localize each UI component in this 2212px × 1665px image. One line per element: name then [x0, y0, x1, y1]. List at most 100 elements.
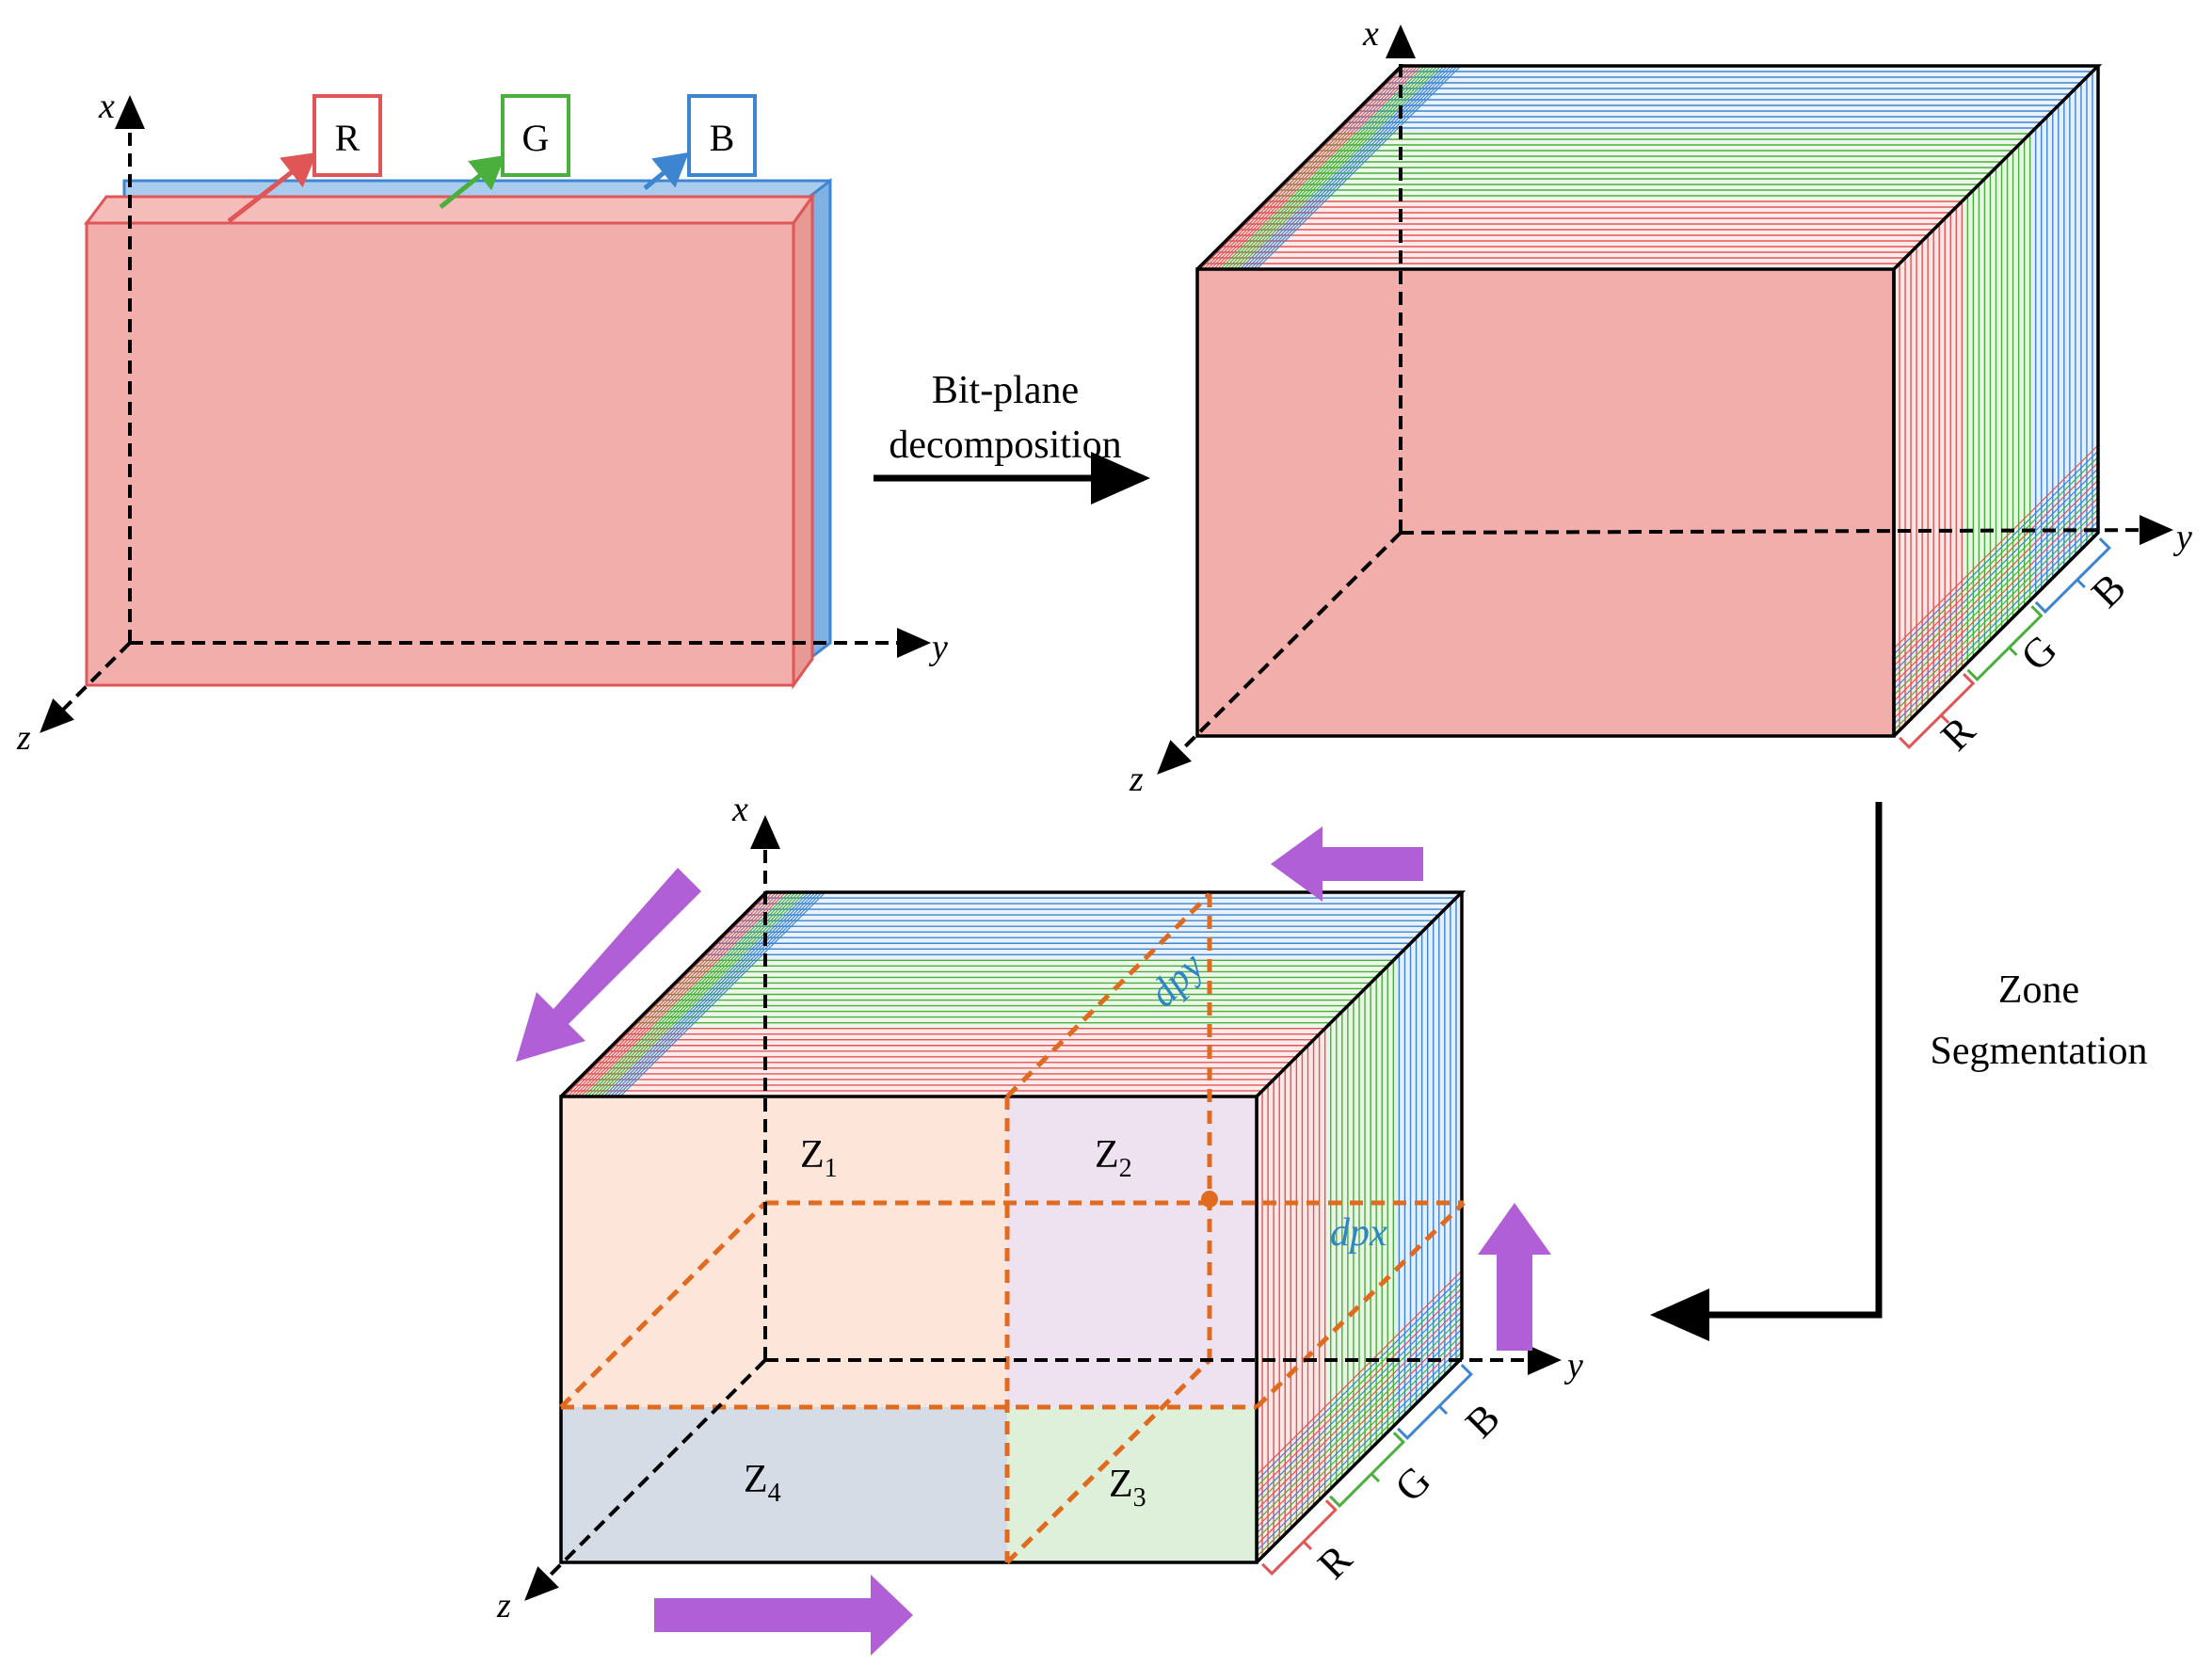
panel-c-cube-side-grid-line [1256, 1299, 1463, 1505]
panel-c-cube-top-strip-line [609, 891, 816, 1097]
panel-b-brace-b [2034, 537, 2111, 614]
panel-c-cube-top-strip-line [577, 891, 783, 1097]
panel-b-cube-top-strip-line [1256, 65, 1462, 270]
panel-b-cube-front-face [1195, 267, 1896, 738]
panel-b-cube-top-strip-line [1210, 65, 1416, 270]
step1-line2: decomposition [889, 424, 1121, 467]
panel-c-cube-side-grid-line [1256, 1328, 1463, 1534]
arrow-left-icon [1271, 826, 1423, 902]
panel-c-cube-side-grid-line [1256, 1352, 1463, 1558]
channel-b-label: B [710, 117, 735, 159]
panel-b-cube-top-strip-line [1213, 65, 1419, 270]
panel-c-cube-top-outline [559, 890, 1467, 1098]
panel-c-brace-b-label: B [1456, 1395, 1508, 1447]
panel-c-brace-g [1329, 1432, 1405, 1508]
channel-g-box [501, 94, 570, 177]
panel-b-axis-x-label: x [1362, 14, 1379, 54]
panel-b-cube-top-strip-line [1240, 65, 1445, 270]
zone-3-label: Z3 [1109, 1463, 1146, 1513]
panel-b-cube-top-outline [1195, 64, 2103, 271]
step-bitplane-decomposition: Bit-plane decomposition [874, 369, 1150, 504]
g-pointer-arrow [439, 154, 505, 209]
panel-b-cube-side-grid-line [1893, 514, 2099, 719]
channel-r-box [313, 94, 382, 177]
panel-c-cube-top-strip-line [613, 891, 820, 1097]
zone-4-fill [561, 1407, 1007, 1562]
panel-b-cube-side-grid-line [1893, 491, 2099, 696]
panel-c-front-face [559, 1095, 1258, 1564]
step1-line1: Bit-plane [932, 369, 1079, 412]
panel-c-axes [524, 815, 1562, 1601]
zone-2-label: Z2 [1095, 1133, 1132, 1183]
panel-b-cube-top-strip-line [1220, 65, 1425, 270]
panel-c-cube-side-grid-line [1256, 1311, 1463, 1516]
panel-b-cube-side-grid-line [1893, 468, 2099, 673]
panel-b-cube-side-grid-line [1893, 526, 2099, 731]
panel-b-cube-side-grid-line [1893, 503, 2099, 708]
panel-b-brace-b-label: B [2082, 565, 2134, 616]
zone-1-fill [561, 1097, 1007, 1407]
panel-c-cube-top-strip-line [570, 891, 777, 1097]
panel-b-axes [1157, 24, 2173, 775]
panel-a-axes [40, 95, 931, 733]
panel-b-cube-top-strip-line [1249, 65, 1455, 270]
panel-c-cube-top-strip-line [593, 891, 800, 1097]
panel-bitplane-cube: x y z R G B [1129, 14, 2192, 799]
panel-b-cube-side-grid-line [1893, 520, 2099, 726]
panel-b-cube-side-grid-line [1893, 485, 2099, 690]
zone-1-label: Z1 [800, 1133, 838, 1183]
panel-c-cube-side-grid-line [1256, 1305, 1463, 1511]
panel-c-cube-side-grid-line [1256, 1282, 1463, 1487]
panel-c-brace-r-label: R [1308, 1535, 1361, 1588]
step-zone-segmentation: Zone Segmentation [1650, 802, 2147, 1341]
panel-c-cube-side-grid-line [1256, 1270, 1463, 1476]
panel-c-cube-side-grid-line [1256, 1346, 1463, 1552]
panel-zone-cube: x y z Z1 Z2 Z3 Z4 dpy dpx R G B [496, 790, 1583, 1656]
panel-b-cube-top-strip-line [1242, 65, 1449, 270]
panel-b-cube-top-strip-line [1216, 65, 1422, 270]
arrow-right-icon [654, 1575, 913, 1656]
panel-c-cube-side-grid-line [1256, 1322, 1463, 1529]
panel-b-cube-top-strip-line [1233, 65, 1438, 270]
panel-b-axis-z-label: z [1129, 760, 1144, 799]
intersection-dot [1201, 1191, 1218, 1208]
panel-c-cube-top-strip-line [602, 891, 809, 1097]
panel-c-cube-side-grid-line [1256, 1288, 1463, 1494]
panel-b-axis-y-label: y [2172, 518, 2192, 557]
channel-r-label: R [335, 117, 361, 159]
panel-b-cube-top-strip-line [1200, 65, 1405, 270]
panel-b-cube-side-grid-line [1893, 456, 2099, 661]
panel-b-brace-g-label: G [2012, 626, 2065, 680]
arrow-up-icon [1478, 1203, 1551, 1351]
b-pointer-arrow [643, 152, 689, 190]
panel-b-cube-side-grid-line [1893, 508, 2099, 713]
panel-b-brace-g [1966, 605, 2044, 681]
panel-c-cube-top-strip-line [606, 891, 813, 1097]
r-pointer-arrow [227, 152, 317, 223]
red-plane [84, 192, 815, 690]
panel-b-cube-top-strip-line [1223, 65, 1429, 270]
panel-c-cube-top-strip-line [580, 891, 787, 1097]
panel-b-cube-side-grid-line [1893, 462, 2099, 667]
panel-c-cube-side-grid-line [1256, 1317, 1463, 1523]
zone-3-fill [1007, 1407, 1257, 1562]
panel-b-cube-side-outline [1892, 66, 2100, 738]
panel-c-cube-top-strip-line [616, 891, 823, 1097]
panel-c-cube-top-strip-line [600, 891, 807, 1097]
panel-c-cube-top-strip-line [567, 891, 774, 1097]
panel-c-cube-top-strip-line [573, 891, 780, 1097]
panel-c-cube-side-grid-line [1256, 1293, 1463, 1499]
partition-lines [559, 892, 1466, 1564]
panel-c-brace-g-label: G [1386, 1457, 1439, 1511]
panel-c-brace-b [1397, 1364, 1473, 1440]
panel-b-cube-top-strip-line [1207, 65, 1412, 270]
zone-2-fill [1007, 1097, 1257, 1407]
panel-b-brace-r [1899, 673, 1976, 749]
panel-c-cube-side-grid-line [1256, 1275, 1463, 1481]
elbow-arrow-icon [1650, 802, 1883, 1341]
panel-b-cube-top-strip-line [1245, 65, 1451, 270]
panel-b-cube-side-grid-line [1893, 444, 2099, 649]
panel-b-cube-top-strip-line [1203, 65, 1409, 270]
panel-c-cube-side-grid-line [1256, 1334, 1463, 1540]
